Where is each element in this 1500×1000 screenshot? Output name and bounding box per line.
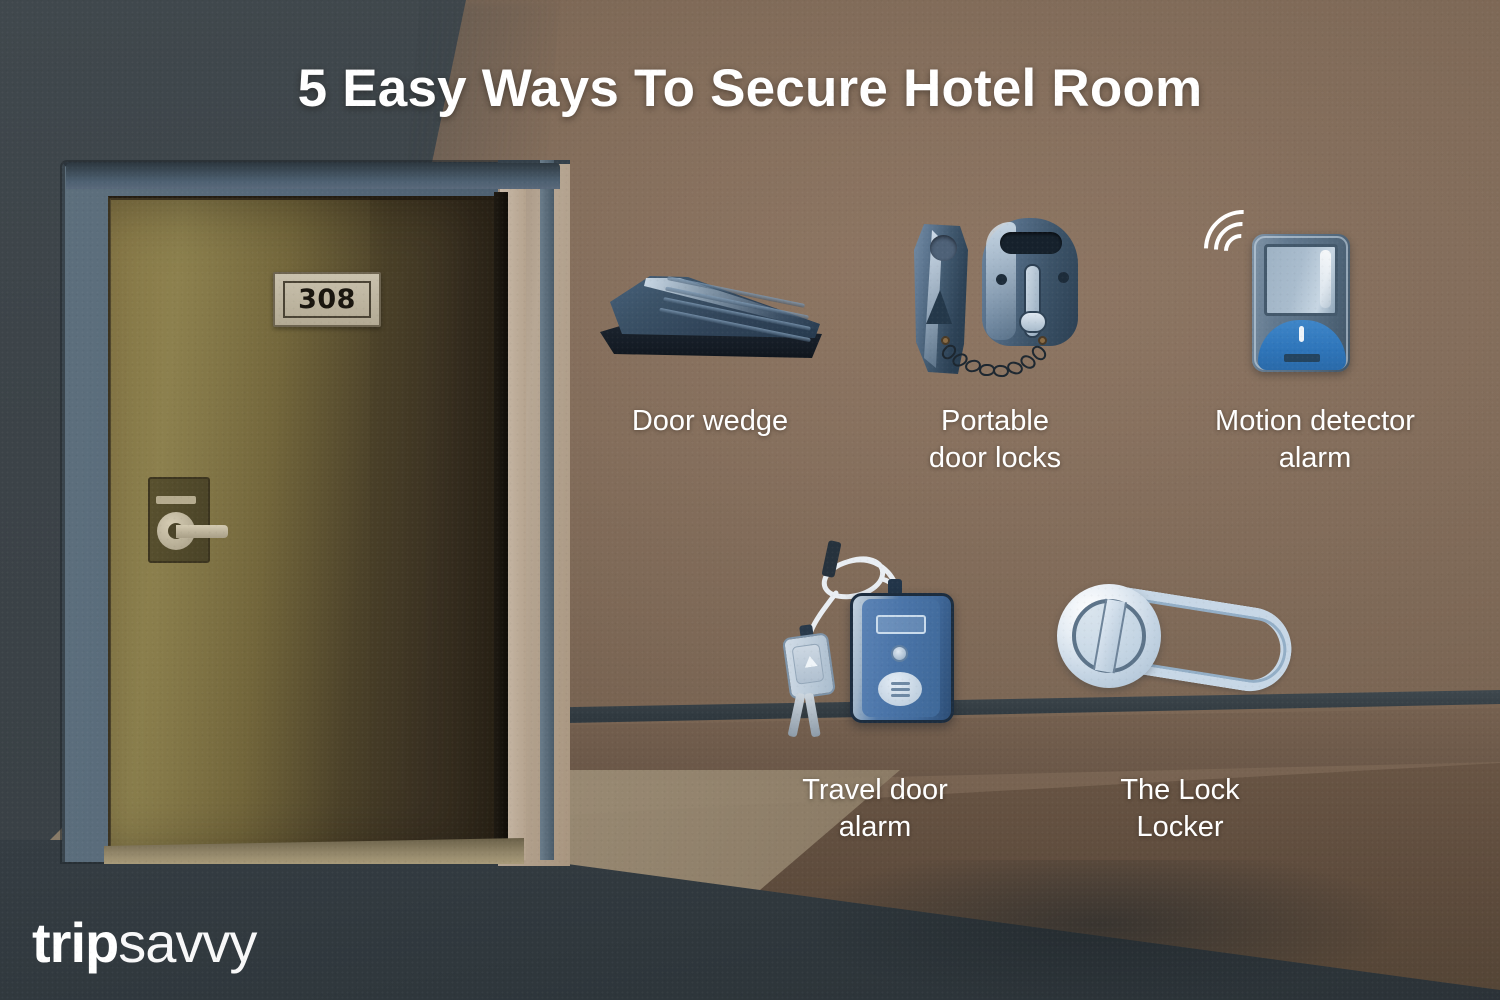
motion-speaker-grill: [1284, 354, 1320, 362]
room-number-plate: 308: [273, 272, 381, 327]
lock-screw-icon: [1058, 272, 1069, 283]
key-icon: [787, 692, 806, 738]
motion-detector-icon: [1187, 193, 1350, 375]
label-door-wedge: Door wedge: [631, 405, 789, 437]
alarm-button-lines: [891, 682, 910, 700]
lock-chain-eyelet: [1038, 336, 1047, 345]
travel-door-alarm-icon: [778, 535, 978, 738]
label-travel-door-alarm: Travel door alarm: [802, 774, 948, 843]
lock-locker-icon: [1055, 582, 1298, 702]
lock-screw-icon: [996, 274, 1007, 285]
room-number-text: 308: [298, 284, 356, 315]
tripsavvy-logo[interactable]: trip savvy: [32, 910, 257, 975]
motion-led-indicator: [1299, 326, 1304, 342]
wall-light-pool: [420, 0, 1500, 760]
lock-bar-hole: [930, 235, 957, 261]
lock-pad-slot: [1000, 232, 1062, 254]
motion-lens-gloss: [1320, 250, 1331, 308]
label-the-lock-locker: The Lock Locker: [1120, 774, 1240, 843]
key-ring: [782, 692, 844, 739]
alarm-display-screen: [876, 615, 926, 634]
alarm-cord-plug: [888, 579, 902, 597]
portable-door-lock-icon: [900, 218, 1080, 383]
room-number-plate-inner: 308: [283, 281, 371, 318]
alarm-small-button[interactable]: [891, 645, 908, 662]
door-wedge-icon: [598, 268, 823, 363]
page-title: 5 Easy Ways To Secure Hotel Room: [297, 59, 1203, 118]
door-gap-shadow: [494, 192, 508, 864]
floor-shadow-blob: [820, 860, 1500, 1000]
label-motion-detector-alarm: Motion detector alarm: [1215, 405, 1415, 474]
lock-knob: [1019, 311, 1047, 333]
lock-chain-eyelet: [941, 336, 950, 345]
logo-trip: trip: [32, 911, 119, 974]
key-icon: [804, 692, 821, 738]
door-card-slot-icon: [156, 496, 196, 504]
label-portable-door-locks: Portable door locks: [928, 405, 1062, 474]
lock-chain: [939, 338, 1060, 388]
door-header-trim: [66, 163, 560, 189]
door-frame-right-edge: [540, 160, 554, 860]
logo-savvy: savvy: [118, 911, 257, 974]
door-lever-handle[interactable]: [176, 525, 228, 538]
